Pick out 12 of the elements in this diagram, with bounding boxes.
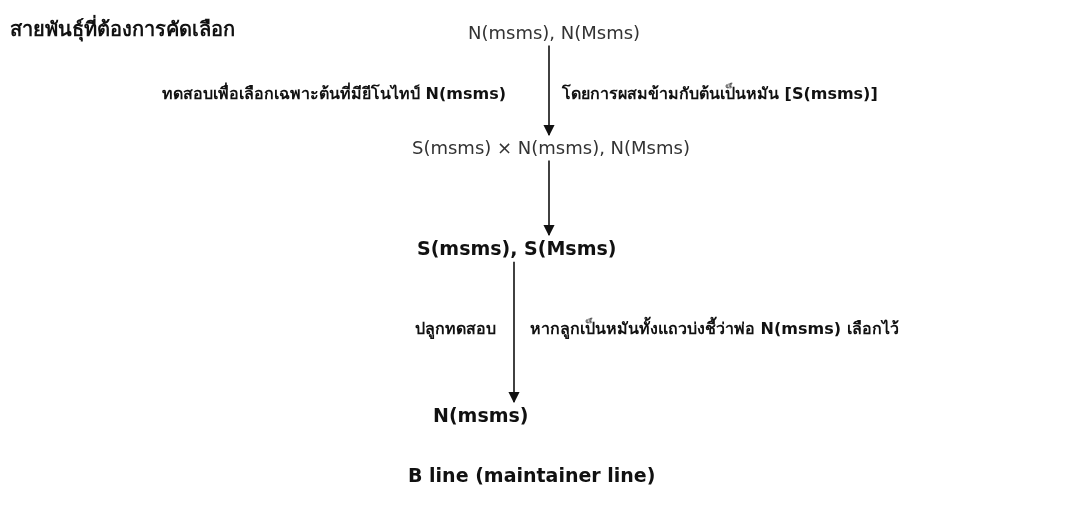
arrow [508, 261, 520, 404]
result-label: B line (maintainer line) [408, 464, 656, 487]
genotype-text: N(msms) [433, 404, 529, 427]
genotype-text: S(msms), S(Msms) [417, 237, 617, 260]
genotype-text: S(msms) × N(msms), N(Msms) [412, 137, 690, 159]
step-note: โดยการผสมข้ามกับต้นเป็นหมัน [S(msms)] [562, 84, 878, 104]
heading-text: สายพันธุ์ที่ต้องการคัดเลือก [10, 17, 235, 41]
arrow [543, 44, 555, 137]
step-note: ปลูกทดสอบ [415, 319, 496, 339]
arrow [543, 159, 555, 237]
step-note: ทดสอบเพื่อเลือกเฉพาะต้นที่มียีโนไทป์ N(msms) [162, 84, 506, 104]
genotype-text: N(msms), N(Msms) [468, 22, 641, 44]
